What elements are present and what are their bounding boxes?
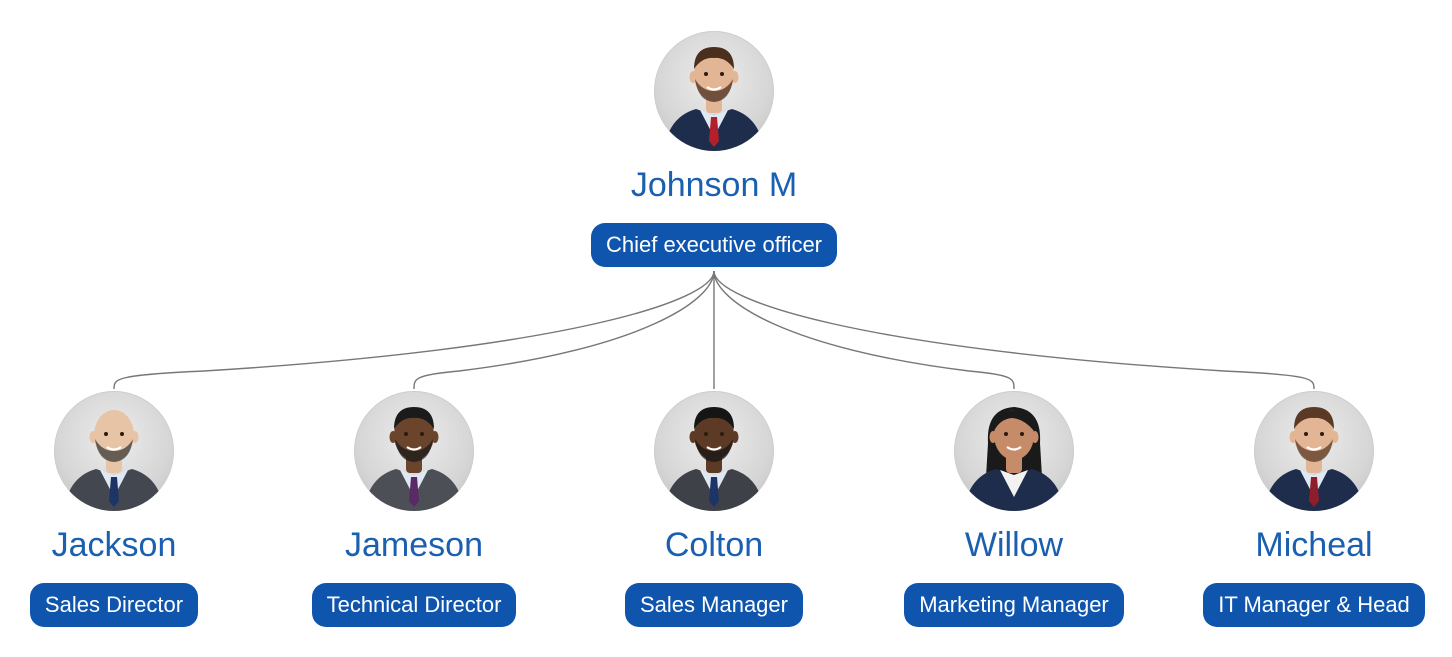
org-node-report: Colton Sales Manager bbox=[564, 391, 864, 627]
org-node-report: Willow Marketing Manager bbox=[864, 391, 1164, 627]
man-portrait-icon bbox=[1264, 407, 1364, 511]
report-title-badge: Marketing Manager bbox=[904, 583, 1124, 627]
report-title-badge: Sales Manager bbox=[625, 583, 803, 627]
connector-line bbox=[113, 270, 715, 390]
report-name: Jameson bbox=[345, 526, 483, 564]
report-avatar bbox=[654, 391, 774, 511]
woman-portrait-icon bbox=[964, 407, 1064, 511]
org-node-root: Johnson M Chief executive officer bbox=[564, 31, 864, 267]
org-node-report: Micheal IT Manager & Head bbox=[1164, 391, 1452, 627]
man-portrait-icon bbox=[664, 47, 764, 151]
man-portrait-icon bbox=[664, 407, 764, 511]
report-name: Willow bbox=[964, 526, 1064, 564]
org-node-report: Jackson Sales Director bbox=[0, 391, 264, 627]
root-avatar bbox=[654, 31, 774, 151]
report-title-badge: Technical Director bbox=[311, 583, 517, 627]
report-avatar bbox=[954, 391, 1074, 511]
report-avatar bbox=[54, 391, 174, 511]
report-title-badge: IT Manager & Head bbox=[1203, 583, 1425, 627]
bald-man-portrait-icon bbox=[64, 410, 164, 511]
report-name: Jackson bbox=[51, 526, 177, 564]
org-node-report: Jameson Technical Director bbox=[264, 391, 564, 627]
report-avatar bbox=[354, 391, 474, 511]
connector-line bbox=[713, 270, 1315, 390]
connector-line bbox=[713, 270, 1015, 390]
report-name: Micheal bbox=[1255, 526, 1373, 564]
report-avatar bbox=[1254, 391, 1374, 511]
man-portrait-icon bbox=[364, 407, 464, 511]
connector-line bbox=[413, 270, 715, 390]
report-title-badge: Sales Director bbox=[29, 583, 199, 627]
root-title-badge: Chief executive officer bbox=[590, 223, 838, 267]
report-name: Colton bbox=[664, 526, 764, 564]
root-name: Johnson M bbox=[630, 166, 798, 204]
